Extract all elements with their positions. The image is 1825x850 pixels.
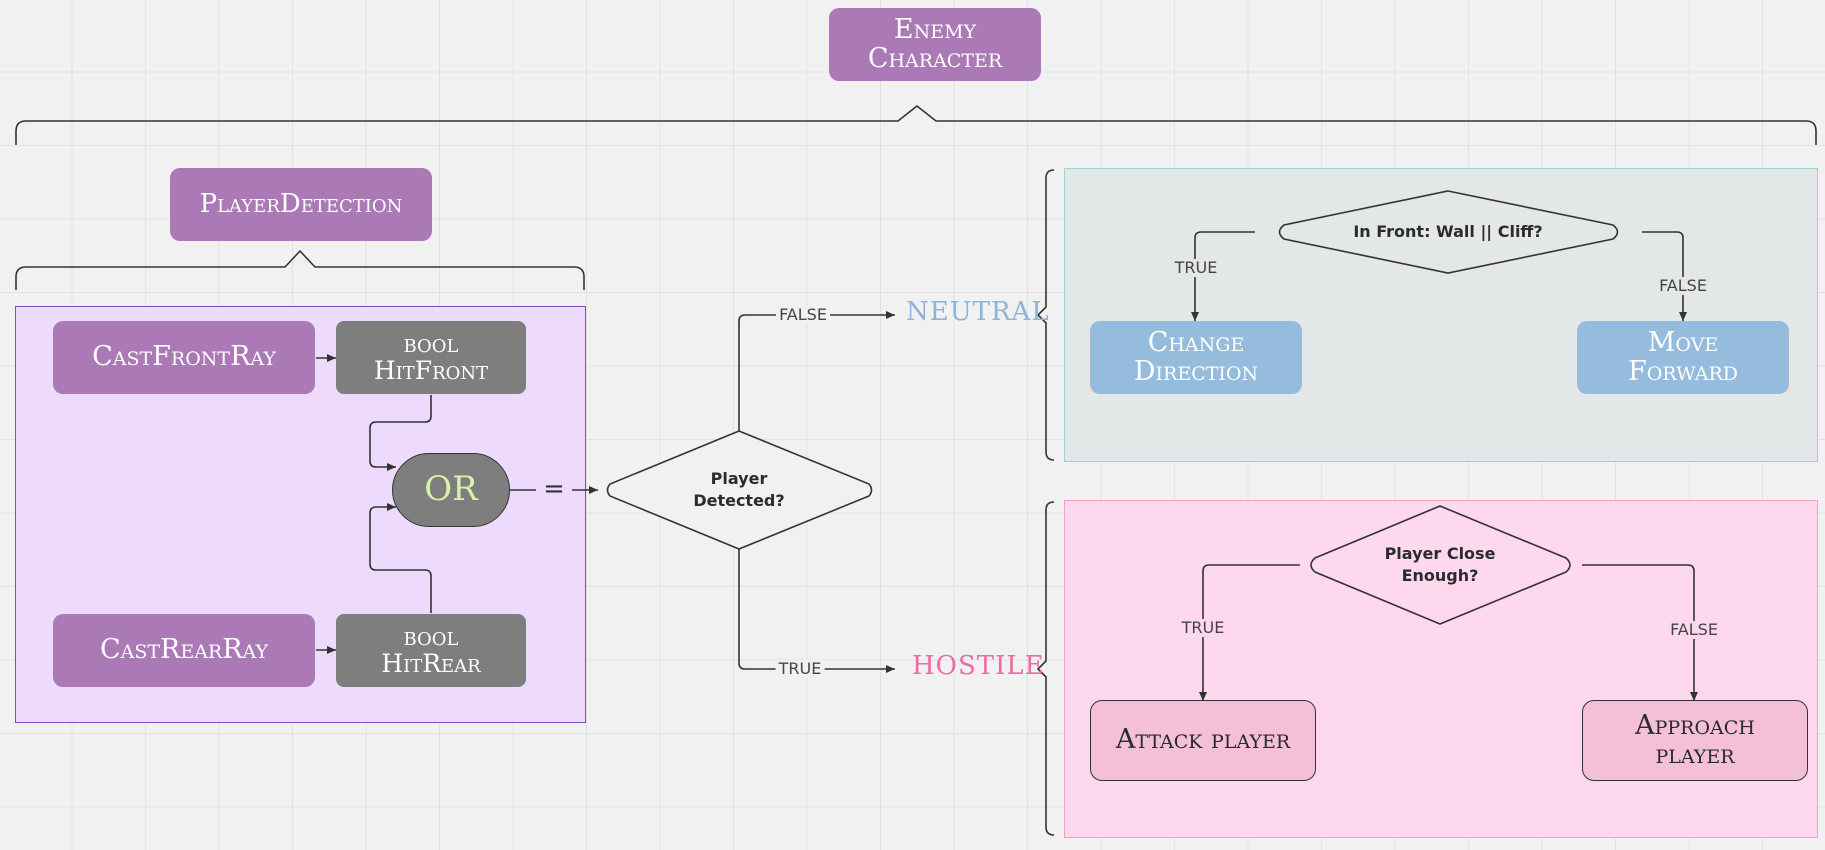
- player-close-diamond: [1310, 505, 1571, 625]
- true-branch-line: [738, 549, 895, 673]
- hostile-false-line: [1582, 564, 1698, 701]
- neutral-false-line: [1642, 231, 1687, 321]
- neutral-true-label: TRUE: [1171, 259, 1221, 277]
- equals-sign: =: [543, 474, 565, 504]
- bool-hitrear-line1: bool: [403, 622, 459, 652]
- hitfront-to-or: [369, 395, 432, 471]
- hitrear-to-or: [369, 503, 432, 613]
- enemy-character-title-text: Enemy Character: [867, 14, 1003, 74]
- false-branch-line: [738, 311, 895, 431]
- or-gate-label: OR: [424, 469, 478, 510]
- player-detected-line1: Player: [710, 469, 768, 489]
- neutral-state-label: NEUTRAL: [906, 297, 1050, 327]
- approach-player-node[interactable]: Approach player: [1582, 700, 1808, 781]
- approach-player-line2: player: [1655, 738, 1735, 770]
- approach-player-line1: Approach: [1635, 710, 1755, 742]
- player-close-line1: Player Close: [1384, 544, 1496, 564]
- move-forward-node[interactable]: Move Forward: [1577, 321, 1789, 394]
- change-direction-line1: Change: [1147, 327, 1245, 359]
- cast-front-ray-label: CastFrontRay: [92, 341, 276, 373]
- or-gate-node[interactable]: OR: [392, 453, 510, 527]
- player-close-line2: Enough?: [1401, 566, 1479, 585]
- change-direction-line2: Direction: [1133, 355, 1259, 387]
- bool-hitfront-node[interactable]: bool HitFront: [336, 321, 526, 394]
- enemy-brace: [15, 104, 1817, 145]
- attack-player-node[interactable]: Attack player: [1090, 700, 1316, 781]
- hostile-state-label: HOSTILE: [912, 651, 1045, 681]
- move-forward-line2: Forward: [1627, 355, 1739, 387]
- false-branch-label: FALSE: [776, 306, 830, 324]
- change-direction-node[interactable]: Change Direction: [1090, 321, 1302, 394]
- attack-player-label: Attack player: [1115, 724, 1291, 756]
- hostile-true-label: TRUE: [1178, 619, 1228, 637]
- player-detected-line2: Detected?: [693, 491, 785, 510]
- bool-hitfront-line1: bool: [403, 329, 459, 359]
- enemy-character-title[interactable]: Enemy Character: [829, 8, 1041, 81]
- bool-hitrear-line2: HitRear: [381, 648, 481, 678]
- player-detection-label: PlayerDetection: [199, 188, 403, 219]
- hostile-true-line: [1199, 564, 1300, 701]
- hostile-false-label: FALSE: [1667, 621, 1721, 639]
- cast-front-ray-node[interactable]: CastFrontRay: [53, 321, 315, 394]
- neutral-true-line: [1191, 231, 1255, 321]
- player-detected-text: Player Detected?: [650, 462, 828, 518]
- wall-cliff-diamond: [1278, 190, 1619, 274]
- bool-hitrear-node[interactable]: bool HitRear: [336, 614, 526, 687]
- player-detection-node[interactable]: PlayerDetection: [170, 168, 432, 241]
- neutral-brace: [1036, 169, 1055, 461]
- cast-rear-ray-node[interactable]: CastRearRay: [53, 614, 315, 687]
- neutral-false-label: FALSE: [1656, 277, 1710, 295]
- player-close-question: Player Close Enough?: [1350, 537, 1530, 593]
- detection-brace: [15, 249, 585, 290]
- move-forward-line1: Move: [1647, 327, 1719, 359]
- bool-hitfront-line2: HitFront: [373, 355, 489, 385]
- true-branch-label: TRUE: [775, 660, 825, 678]
- hostile-brace: [1036, 501, 1055, 836]
- wall-cliff-question: In Front: Wall || Cliff?: [1353, 222, 1543, 242]
- cast-rear-ray-label: CastRearRay: [99, 634, 269, 666]
